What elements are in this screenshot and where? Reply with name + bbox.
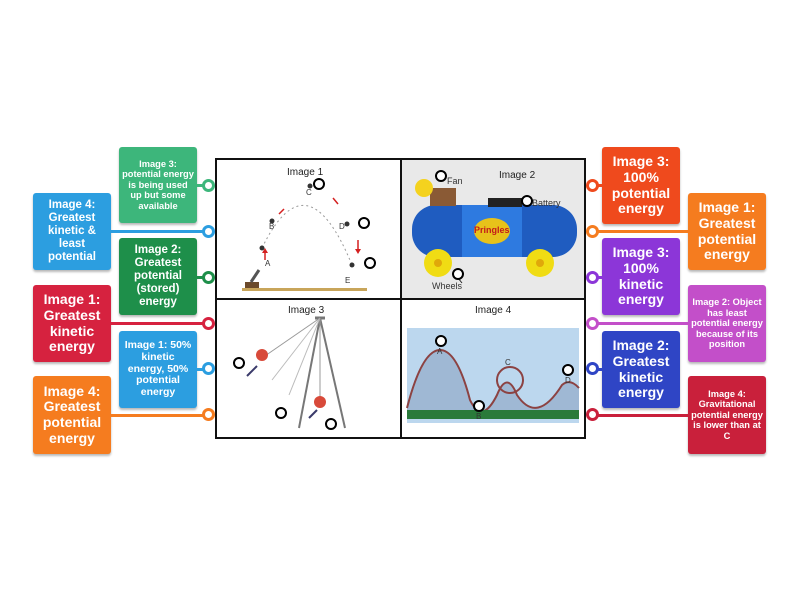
label-text: Image 2: Greatest potential (stored) ene… <box>134 244 182 308</box>
label-text: Image 4: Gravitational potential energy … <box>691 388 763 441</box>
drop-target[interactable] <box>364 257 376 269</box>
label-image3-100-kinetic[interactable]: Image 3: 100% kinetic energy <box>602 238 680 315</box>
image2-panel: Image 2 Fan Battery Wheels Pringles <box>402 160 584 298</box>
label-image4-gravitational-lower-than-c[interactable]: Image 4: Gravitational potential energy … <box>688 376 766 454</box>
image-grid: Image 1 A B C D E Image 2 Fan Battery <box>215 158 586 439</box>
image4-panel: Image 4 A B C D <box>402 300 584 437</box>
label-text: Image 2: Object has least potential ener… <box>691 297 763 350</box>
connector-pin[interactable] <box>202 225 215 238</box>
connector-line <box>111 230 209 233</box>
can-brand-text: Pringles <box>474 225 510 235</box>
drop-target[interactable] <box>435 170 447 182</box>
drop-target[interactable] <box>452 268 464 280</box>
label-text: Image 3: 100% kinetic energy <box>612 244 670 308</box>
connector-pin[interactable] <box>202 317 215 330</box>
connector-pin[interactable] <box>202 362 215 375</box>
label-text: Image 4: Greatest potential energy <box>42 382 102 446</box>
label-image2-greatest-potential-stored[interactable]: Image 2: Greatest potential (stored) ene… <box>119 238 197 315</box>
label-text: Image 1: 50% kinetic energy, 50% potenti… <box>124 339 192 399</box>
label-text: Image 1: Greatest kinetic energy <box>43 291 101 355</box>
drop-target[interactable] <box>473 400 485 412</box>
connector-line <box>111 414 209 417</box>
label-image3-100-potential[interactable]: Image 3: 100% potential energy <box>602 147 680 224</box>
connector-pin[interactable] <box>586 271 599 284</box>
point-label-e: E <box>345 276 351 285</box>
drop-target[interactable] <box>275 407 287 419</box>
point-label-d: D <box>565 376 571 385</box>
label-image2-greatest-kinetic[interactable]: Image 2: Greatest kinetic energy <box>602 331 680 408</box>
point-label-c: C <box>505 358 511 367</box>
image3-title: Image 3 <box>288 305 325 316</box>
label-image4-greatest-potential[interactable]: Image 4: Greatest potential energy <box>33 376 111 454</box>
wheels-tag: Wheels <box>432 281 463 291</box>
image1-title: Image 1 <box>287 167 324 178</box>
drop-target[interactable] <box>233 357 245 369</box>
label-text: Image 4: Greatest kinetic & least potent… <box>48 199 96 263</box>
connector-pin[interactable] <box>586 317 599 330</box>
label-image2-least-potential-position[interactable]: Image 2: Object has least potential ener… <box>688 285 766 362</box>
label-image1-50-50[interactable]: Image 1: 50% kinetic energy, 50% potenti… <box>119 331 197 408</box>
image3-swing-illustration <box>246 316 346 429</box>
label-text: Image 2: Greatest kinetic energy <box>612 337 670 401</box>
label-text: Image 3: 100% potential energy <box>611 153 671 217</box>
label-image1-greatest-kinetic[interactable]: Image 1: Greatest kinetic energy <box>33 285 111 362</box>
point-label-a: A <box>265 259 271 268</box>
drop-target[interactable] <box>325 418 337 430</box>
point-label-b: B <box>476 412 482 421</box>
drop-target[interactable] <box>521 195 533 207</box>
image1-trajectory-illustration <box>242 183 367 291</box>
connector-pin[interactable] <box>586 179 599 192</box>
connector-line <box>111 322 209 325</box>
label-text: Image 3: potential energy is being used … <box>122 158 194 211</box>
image1-panel: Image 1 A B C D E <box>217 160 400 298</box>
connector-pin[interactable] <box>202 179 215 192</box>
point-label-c: C <box>306 188 312 197</box>
image3-panel: Image 3 <box>217 300 400 437</box>
drop-target[interactable] <box>313 178 325 190</box>
point-label-b: B <box>269 222 275 231</box>
connector-pin[interactable] <box>202 271 215 284</box>
connector-pin[interactable] <box>202 408 215 421</box>
image2-fan-car-illustration <box>402 160 584 298</box>
connector-line <box>592 414 688 417</box>
connector-pin[interactable] <box>586 225 599 238</box>
label-image1-greatest-potential[interactable]: Image 1: Greatest potential energy <box>688 193 766 270</box>
connector-pin[interactable] <box>586 408 599 421</box>
image4-roller-coaster-illustration <box>406 328 580 423</box>
fan-tag: Fan <box>447 176 463 186</box>
label-image4-greatest-kinetic-least-potential[interactable]: Image 4: Greatest kinetic & least potent… <box>33 193 111 270</box>
point-label-d: D <box>339 222 345 231</box>
point-label-a: A <box>437 347 443 356</box>
battery-tag: Battery <box>532 198 561 208</box>
label-text: Image 1: Greatest potential energy <box>697 199 757 263</box>
label-image3-potential-used-up[interactable]: Image 3: potential energy is being used … <box>119 147 197 223</box>
image4-title: Image 4 <box>475 305 512 316</box>
drop-target[interactable] <box>562 364 574 376</box>
drop-target[interactable] <box>435 335 447 347</box>
connector-line <box>592 230 688 233</box>
image2-title: Image 2 <box>499 170 536 181</box>
connector-line <box>592 322 688 325</box>
drop-target[interactable] <box>358 217 370 229</box>
connector-pin[interactable] <box>586 362 599 375</box>
